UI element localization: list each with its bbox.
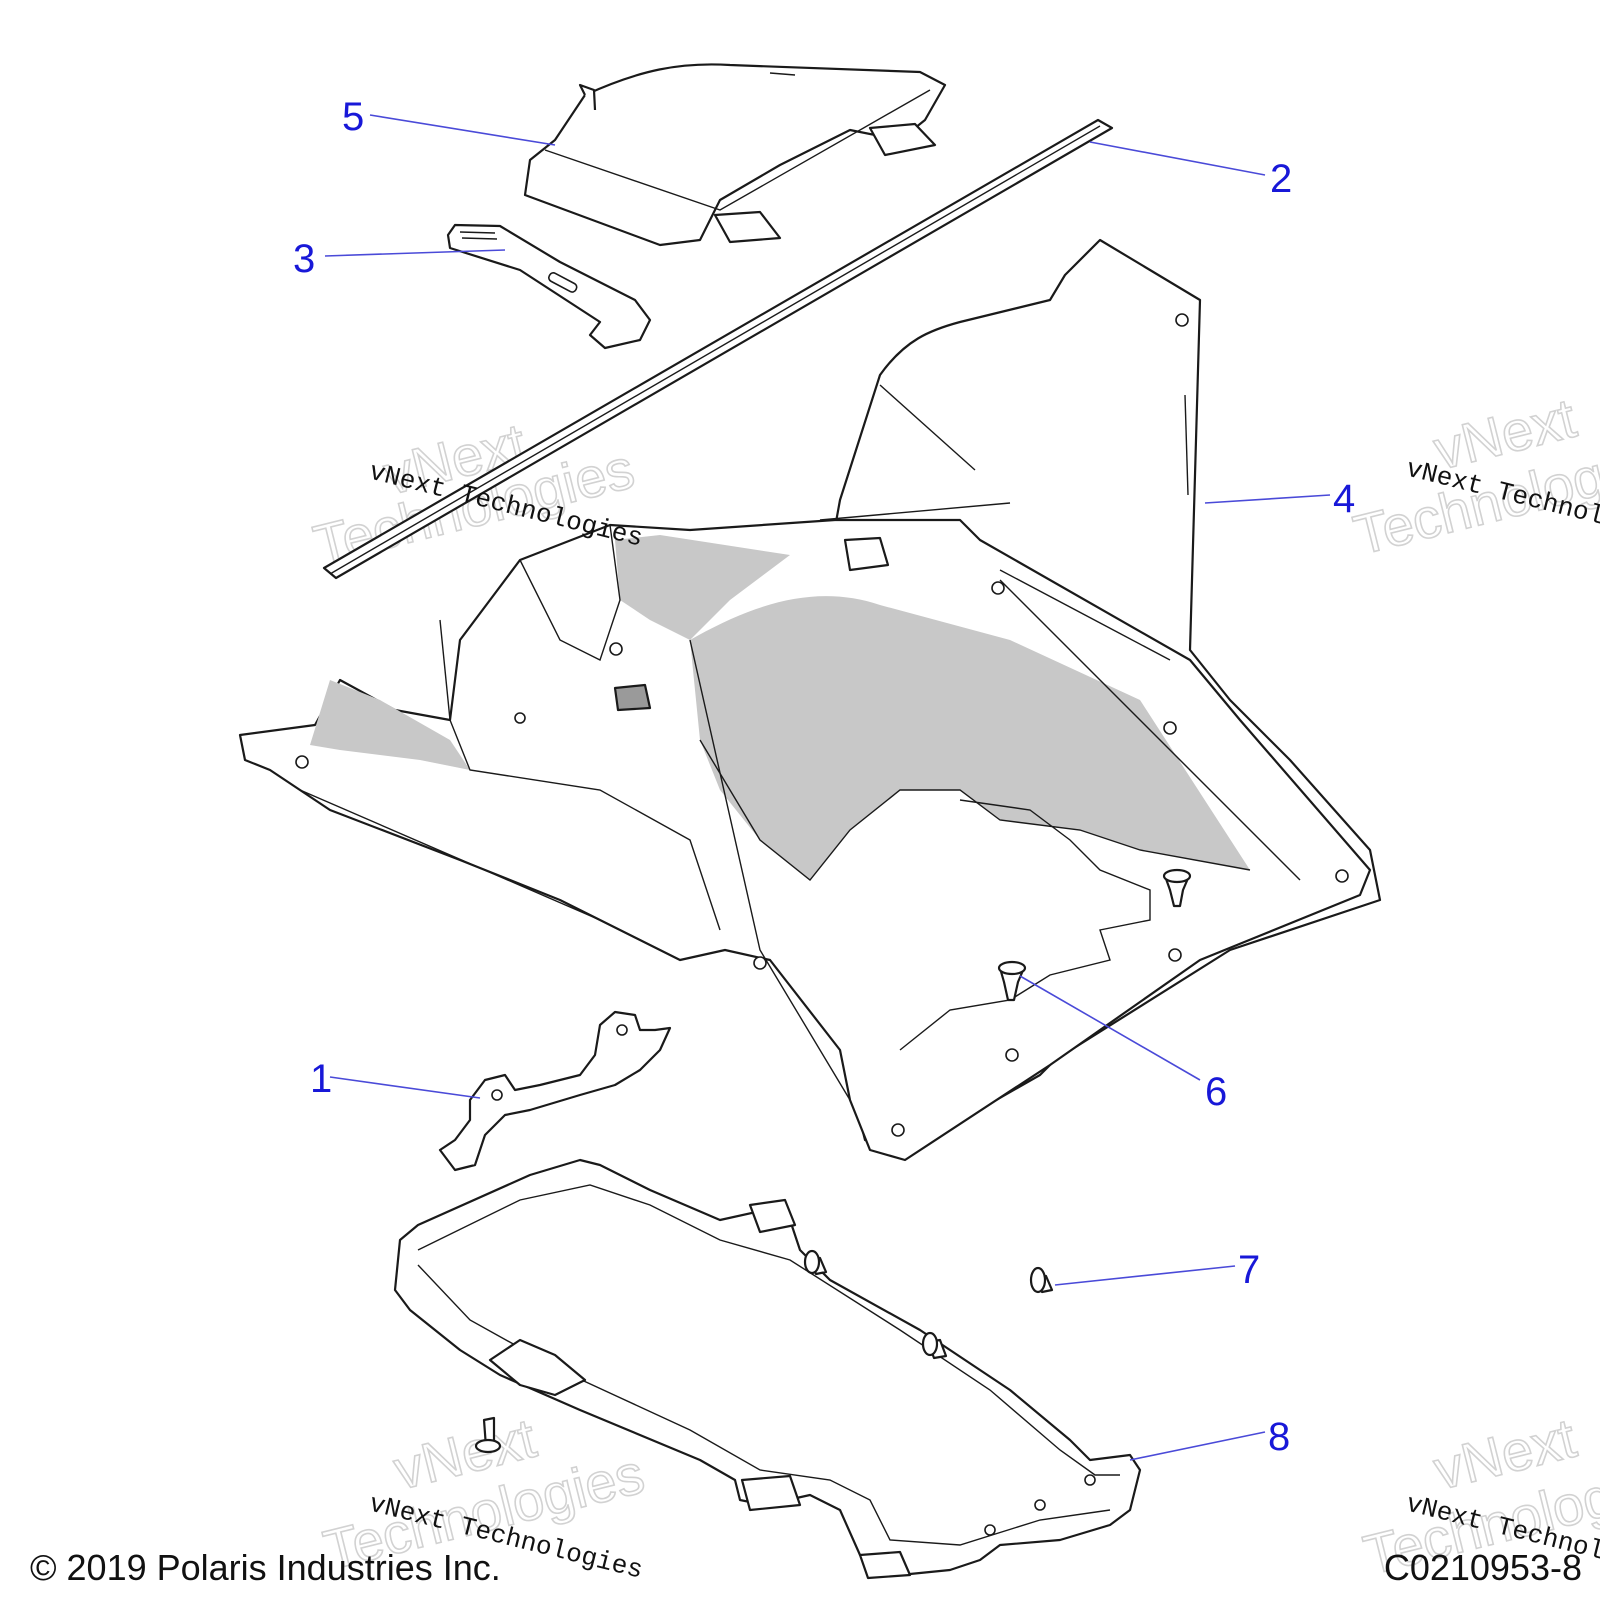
callout-2: 2: [1270, 157, 1292, 201]
leader-lines: [324, 114, 1331, 1461]
callout-3: 3: [293, 237, 315, 281]
leader-8: [1129, 1431, 1266, 1461]
callout-5: 5: [342, 95, 364, 139]
part-3-latch: [446, 223, 652, 350]
part-5-cover: [523, 63, 947, 247]
part-4-main-panel: [238, 238, 1382, 1162]
callout-1: 1: [310, 1057, 332, 1101]
part-7-pins: [474, 1249, 1054, 1454]
part-1-bracket: [438, 1010, 672, 1172]
leader-6: [1019, 975, 1201, 1081]
callout-6: 6: [1205, 1070, 1227, 1114]
part-8-tray: [393, 1158, 1142, 1580]
callout-8: 8: [1268, 1415, 1290, 1459]
copyright-text: © 2019 Polaris Industries Inc.: [30, 1547, 501, 1588]
leader-1: [329, 1076, 481, 1099]
callout-labels: 1 2 3 4 5 6 7 8: [293, 95, 1355, 1459]
callout-4: 4: [1333, 477, 1355, 521]
leader-7: [1054, 1265, 1236, 1286]
pin-7c: [921, 1331, 948, 1360]
part-6-rivets: [997, 868, 1192, 1002]
pin-7a: [1029, 1266, 1054, 1294]
callout-7: 7: [1238, 1248, 1260, 1292]
pin-7b: [803, 1249, 828, 1276]
leader-4: [1204, 494, 1331, 504]
pin-7d: [474, 1416, 502, 1454]
figure-code: C0210953-8: [1384, 1547, 1582, 1588]
part-2-rod: [322, 118, 1114, 580]
leader-2: [1089, 141, 1266, 176]
leader-3: [324, 249, 506, 257]
leader-5: [369, 114, 556, 146]
